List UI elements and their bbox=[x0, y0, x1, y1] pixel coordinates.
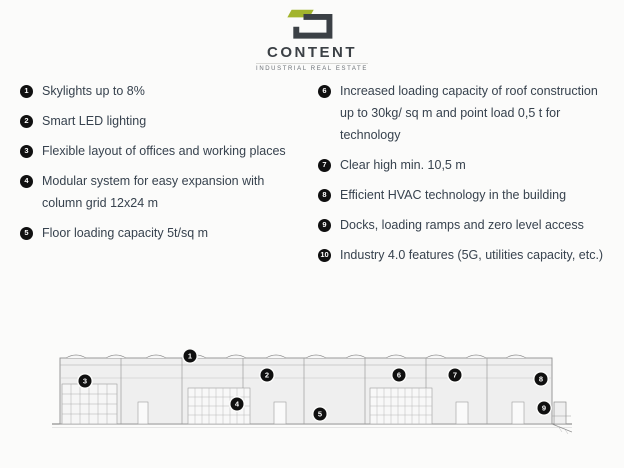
feature-number-badge: 10 bbox=[318, 248, 331, 262]
feature-number-badge: 4 bbox=[20, 174, 33, 188]
feature-item: 3 Flexible layout of offices and working … bbox=[20, 140, 306, 162]
feature-text: Floor loading capacity 5t/sq m bbox=[42, 226, 209, 240]
feature-item: 8 Efficient HVAC technology in the buildi… bbox=[318, 184, 610, 206]
building-elevation-diagram: 1 2 3 4 5 6 7 8 9 bbox=[52, 342, 572, 442]
feature-number-badge: 7 bbox=[318, 158, 331, 172]
feature-number-badge: 6 bbox=[318, 84, 331, 98]
feature-text: Modular system for easy expansion with c… bbox=[42, 174, 265, 210]
diagram-marker: 1 bbox=[183, 349, 197, 363]
feature-item: 9 Docks, loading ramps and zero level acc… bbox=[318, 214, 610, 236]
building-elevation-drawing bbox=[52, 354, 572, 435]
feature-number-badge: 1 bbox=[20, 84, 33, 98]
diagram-marker: 6 bbox=[392, 368, 406, 382]
diagram-marker: 7 bbox=[448, 368, 462, 382]
feature-text: Smart LED lighting bbox=[42, 114, 147, 128]
feature-text: Increased loading capacity of roof const… bbox=[340, 84, 598, 142]
feature-item: 7 Clear high min. 10,5 m bbox=[318, 154, 610, 176]
diagram-marker: 5 bbox=[313, 407, 327, 421]
feature-number-badge: 3 bbox=[20, 144, 33, 158]
content-logo-icon bbox=[287, 9, 333, 39]
feature-text: Docks, loading ramps and zero level acce… bbox=[340, 218, 584, 232]
diagram-marker: 3 bbox=[78, 374, 92, 388]
feature-text: Clear high min. 10,5 m bbox=[340, 158, 466, 172]
logo-subtitle: INDUSTRIAL REAL ESTATE bbox=[256, 63, 368, 72]
feature-text: Industry 4.0 features (5G, utilities cap… bbox=[340, 248, 604, 262]
feature-item: 10 Industry 4.0 features (5G, utilities c… bbox=[318, 244, 610, 266]
feature-item: 6 Increased loading capacity of roof cons… bbox=[318, 80, 610, 146]
feature-number-badge: 5 bbox=[20, 226, 33, 240]
diagram-marker: 9 bbox=[537, 401, 551, 415]
feature-text: Skylights up to 8% bbox=[42, 84, 145, 98]
diagram-marker: 4 bbox=[230, 397, 244, 411]
logo-name: CONTENT bbox=[267, 44, 357, 61]
feature-item: 2 Smart LED lighting bbox=[20, 110, 306, 132]
diagram-marker: 8 bbox=[534, 372, 548, 386]
feature-text: Efficient HVAC technology in the buildin… bbox=[340, 188, 567, 202]
feature-item: 5 Floor loading capacity 5t/sq m bbox=[20, 222, 306, 244]
feature-list-right: 6 Increased loading capacity of roof cons… bbox=[318, 80, 610, 274]
feature-item: 4 Modular system for easy expansion with … bbox=[20, 170, 306, 214]
logo: CONTENT INDUSTRIAL REAL ESTATE bbox=[0, 8, 624, 72]
feature-item: 1 Skylights up to 8% bbox=[20, 80, 306, 102]
diagram-marker: 2 bbox=[260, 368, 274, 382]
feature-number-badge: 9 bbox=[318, 218, 331, 232]
feature-text: Flexible layout of offices and working p… bbox=[42, 144, 286, 158]
feature-number-badge: 2 bbox=[20, 114, 33, 128]
feature-number-badge: 8 bbox=[318, 188, 331, 202]
